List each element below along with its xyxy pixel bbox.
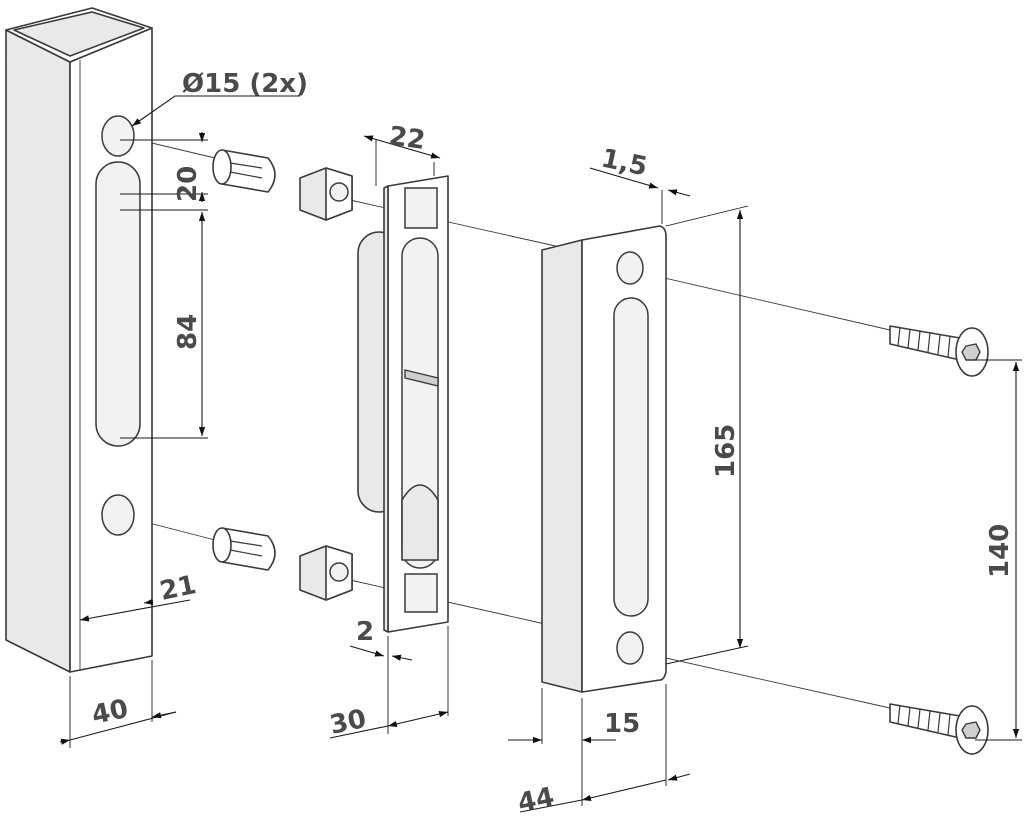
dim-flange-width: 15	[604, 709, 640, 739]
post-hole-top	[101, 115, 135, 157]
sleeve-top	[212, 149, 276, 193]
lock-keep	[357, 175, 449, 633]
dim-plate-height: 165	[711, 424, 741, 478]
post-slot	[95, 161, 141, 447]
screw-bottom	[889, 703, 989, 755]
striker-plate	[541, 225, 667, 693]
dimension-lines	[59, 95, 1022, 813]
plate-hole-bottom	[616, 631, 644, 665]
dim-post-width: 40	[89, 694, 131, 731]
dim-keep-depth: 30	[327, 704, 369, 741]
square-post	[5, 7, 153, 673]
post-hole-bottom	[101, 494, 135, 536]
dim-plate-thickness: 1,5	[599, 144, 650, 183]
dim-keep-thickness: 2	[356, 617, 374, 647]
dim-screw-spacing: 140	[985, 524, 1015, 578]
dim-plate-depth: 44	[515, 782, 557, 819]
dim-top-offset: 20	[173, 166, 203, 202]
dim-hole-diameter: Ø15 (2x)	[182, 69, 308, 99]
dim-slot-length: 84	[173, 314, 203, 350]
sleeve-bottom	[212, 527, 276, 571]
dim-side-offset: 21	[157, 570, 199, 607]
dim-keep-width: 22	[387, 121, 427, 156]
assembly-axis-lines	[117, 134, 891, 709]
plate-slot	[613, 297, 649, 617]
screw-top	[889, 325, 989, 377]
square-nut-top	[299, 167, 353, 221]
plate-hole-top	[616, 251, 644, 285]
square-nut-bottom	[299, 545, 353, 601]
